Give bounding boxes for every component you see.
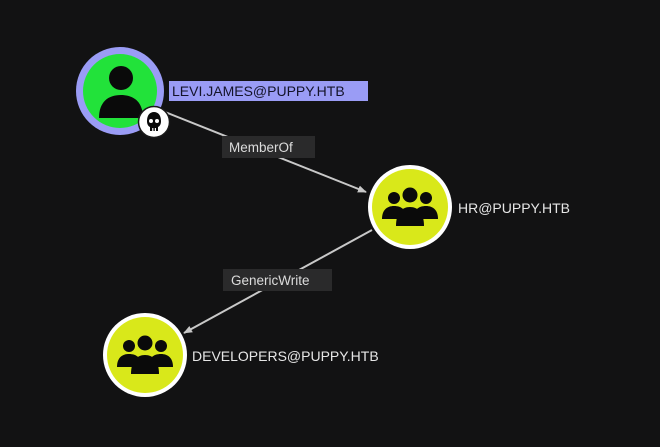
node-developers[interactable]: DEVELOPERS@PUPPY.HTB xyxy=(103,313,379,397)
user-icon xyxy=(99,66,143,118)
group-icon xyxy=(117,335,173,374)
node-levi-james[interactable]: LEVI.JAMES@PUPPY.HTB xyxy=(76,47,368,139)
node-label-developers: DEVELOPERS@PUPPY.HTB xyxy=(192,348,379,364)
edge-memberof[interactable]: MemberOf xyxy=(154,107,367,193)
edge-label-genericwrite: GenericWrite xyxy=(231,273,310,288)
edge-genericwrite[interactable]: GenericWrite xyxy=(183,229,373,334)
node-label-hr: HR@PUPPY.HTB xyxy=(458,200,570,216)
node-label-levi-james: LEVI.JAMES@PUPPY.HTB xyxy=(172,83,345,99)
skull-icon xyxy=(137,105,171,139)
edge-label-bg-memberof xyxy=(222,136,315,158)
edge-label-bg-genericwrite xyxy=(223,269,332,291)
node-hr[interactable]: HR@PUPPY.HTB xyxy=(368,165,570,249)
group-icon xyxy=(382,187,438,226)
node-label-highlight xyxy=(169,81,368,101)
edge-label-memberof: MemberOf xyxy=(229,140,293,155)
